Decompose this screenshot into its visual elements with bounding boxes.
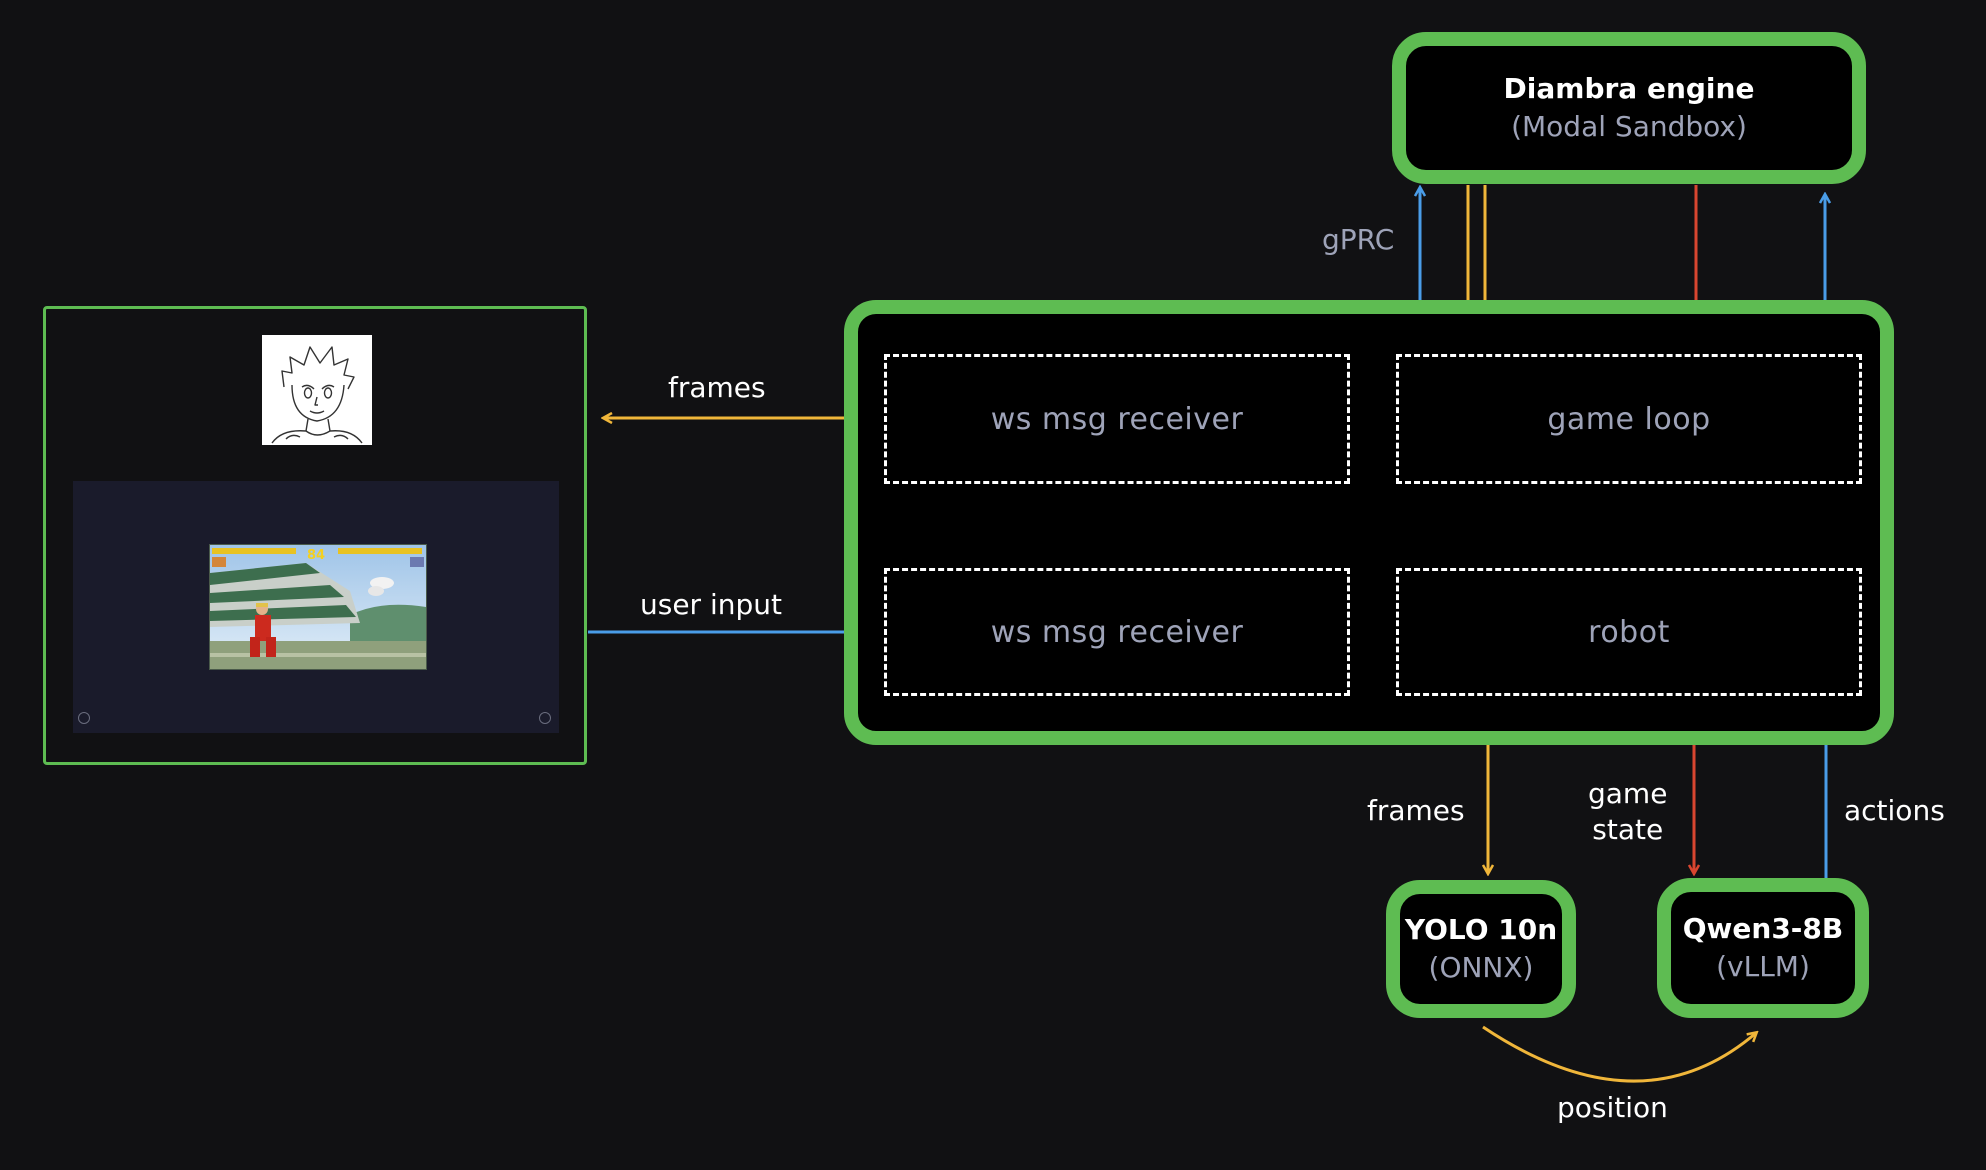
qwen-box: Qwen3-8B (vLLM) xyxy=(1657,878,1869,1018)
ws-msg-receiver-bottom: ws msg receiver xyxy=(884,568,1350,696)
qwen-title: Qwen3-8B xyxy=(1682,912,1844,945)
game-panel: 84 xyxy=(73,481,559,733)
yolo-box: YOLO 10n (ONNX) xyxy=(1386,880,1576,1018)
next-page-icon[interactable] xyxy=(539,712,551,724)
diambra-engine-box: Diambra engine (Modal Sandbox) xyxy=(1392,32,1866,184)
grpc-label: gPRC xyxy=(1322,223,1395,256)
frames-down-label: frames xyxy=(1367,794,1465,827)
yolo-subtitle: (ONNX) xyxy=(1428,951,1534,984)
game-loop-label: game loop xyxy=(1547,401,1711,437)
engine-subtitle: (Modal Sandbox) xyxy=(1511,110,1747,143)
client-window: 84 xyxy=(43,306,587,765)
position-arc-wire xyxy=(1482,1025,1756,1083)
engine-title: Diambra engine xyxy=(1503,72,1755,105)
game-screenshot[interactable]: 84 xyxy=(209,544,427,670)
game-state-label: game state xyxy=(1588,777,1668,846)
anime-avatar-icon xyxy=(271,346,363,444)
robot-box: robot xyxy=(1396,568,1862,696)
prev-page-icon[interactable] xyxy=(78,712,90,724)
avatar-image xyxy=(262,335,372,445)
ws-msg-receiver-top: ws msg receiver xyxy=(884,354,1350,484)
street-fighter-game-screenshot: 84 xyxy=(210,545,426,669)
frames-out-label: frames xyxy=(668,371,766,404)
game-loop-box: game loop xyxy=(1396,354,1862,484)
ws-msg-receiver-top-label: ws msg receiver xyxy=(990,401,1244,437)
hud-timer: 84 xyxy=(307,548,325,563)
position-label: position xyxy=(1557,1091,1668,1124)
ws-msg-receiver-bottom-label: ws msg receiver xyxy=(990,614,1244,650)
yolo-title: YOLO 10n xyxy=(1404,913,1558,946)
user-input-label: user input xyxy=(640,588,782,621)
qwen-subtitle: (vLLM) xyxy=(1716,950,1810,983)
actions-label: actions xyxy=(1844,794,1945,827)
robot-label: robot xyxy=(1588,614,1670,650)
